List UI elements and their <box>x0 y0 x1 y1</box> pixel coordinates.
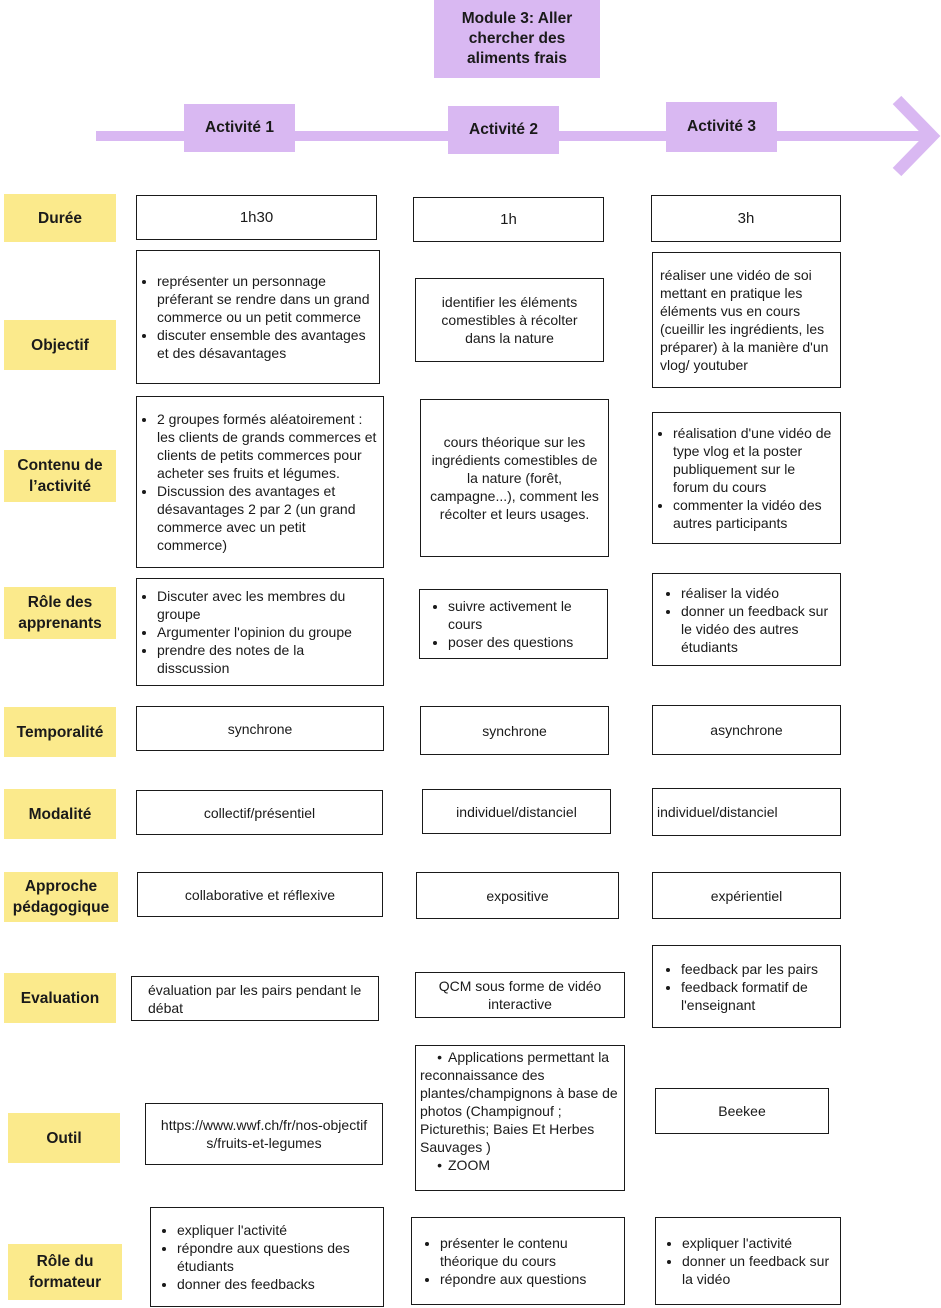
modalite-a2: individuel/distanciel <box>422 789 611 834</box>
label-temporalite: Temporalité <box>4 707 116 757</box>
role-apprenants-a3-item: réaliser la vidéo <box>681 584 834 602</box>
objectif-a1-item: représenter un personnage préferant se r… <box>157 272 373 326</box>
temporalite-a3: asynchrone <box>652 705 841 755</box>
evaluation-a3-item: feedback formatif de l'enseignant <box>681 978 834 1014</box>
role-apprenants-a3-item: donner un feedback sur le vidéo des autr… <box>681 602 834 656</box>
role-formateur-a3-item: donner un feedback sur la vidéo <box>682 1252 834 1288</box>
label-modalite: Modalité <box>4 789 116 839</box>
evaluation-a1: évaluation par les pairs pendant le déba… <box>131 976 379 1021</box>
duree-a3: 3h <box>651 195 841 242</box>
contenu-a2: cours théorique sur les ingrédients come… <box>420 399 609 557</box>
role-formateur-a2-item: répondre aux questions <box>440 1270 618 1288</box>
contenu-a3: réalisation d'une vidéo de type vlog et … <box>652 412 841 544</box>
objectif-a3: réaliser une vidéo de soi mettant en pra… <box>652 252 841 388</box>
label-contenu: Contenu de l’activité <box>4 450 116 502</box>
outil-a2-item-text: Applications permettant la reconnaissanc… <box>420 1049 618 1155</box>
role-apprenants-a2: suivre activement le cours poser des que… <box>419 589 608 659</box>
outil-a1[interactable]: https://www.wwf.ch/fr/nos-objectifs/frui… <box>145 1103 383 1165</box>
role-apprenants-a3: réaliser la vidéo donner un feedback sur… <box>652 573 841 666</box>
approche-a3: expérientiel <box>652 872 841 919</box>
label-role-apprenants: Rôle des apprenants <box>4 587 116 639</box>
outil-a2-item-text: ZOOM <box>448 1157 490 1173</box>
evaluation-a2: QCM sous forme de vidéo interactive <box>415 972 625 1018</box>
contenu-a1: 2 groupes formés aléatoirement : les cli… <box>136 396 384 568</box>
modalite-a3: individuel/distanciel <box>652 788 841 836</box>
temporalite-a2: synchrone <box>420 706 609 755</box>
duree-a2: 1h <box>413 197 604 242</box>
role-formateur-a1-item: donner des feedbacks <box>177 1275 377 1293</box>
role-formateur-a1-item: expliquer l'activité <box>177 1221 377 1239</box>
role-formateur-a2-item: présenter le contenu théorique du cours <box>440 1234 618 1270</box>
objectif-a2: identifier les éléments comestibles à ré… <box>415 278 604 362</box>
activity-1-header: Activité 1 <box>184 104 295 152</box>
role-formateur-a1-item: répondre aux questions des étudiants <box>177 1239 377 1275</box>
contenu-a3-item: commenter la vidéo des autres participan… <box>673 496 834 532</box>
role-apprenants-a1-item: Argumenter l'opinion du groupe <box>157 623 377 641</box>
label-outil: Outil <box>8 1113 120 1163</box>
role-apprenants-a2-item: poser des questions <box>448 633 601 651</box>
label-approche: Approche pédagogique <box>4 872 118 922</box>
label-role-formateur: Rôle du formateur <box>8 1244 122 1300</box>
role-apprenants-a1: Discuter avec les membres du groupe Argu… <box>136 578 384 686</box>
role-formateur-a2: présenter le contenu théorique du cours … <box>411 1217 625 1305</box>
contenu-a3-item: réalisation d'une vidéo de type vlog et … <box>673 424 834 496</box>
activity-3-header: Activité 3 <box>666 102 777 152</box>
outil-a2-item: •Applications permettant la reconnaissan… <box>420 1049 618 1155</box>
label-duree: Durée <box>4 194 116 242</box>
modalite-a1: collectif/présentiel <box>136 790 383 835</box>
role-formateur-a3: expliquer l'activité donner un feedback … <box>655 1217 841 1305</box>
label-evaluation: Evaluation <box>4 973 116 1023</box>
role-apprenants-a1-item: Discuter avec les membres du groupe <box>157 587 377 623</box>
role-formateur-a1: expliquer l'activité répondre aux questi… <box>150 1207 384 1307</box>
objectif-a1: représenter un personnage préferant se r… <box>136 250 380 384</box>
activity-2-header: Activité 2 <box>448 106 559 154</box>
role-apprenants-a1-item: prendre des notes de la disscussion <box>157 641 377 677</box>
evaluation-a3: feedback par les pairs feedback formatif… <box>652 945 841 1028</box>
outil-a2: •Applications permettant la reconnaissan… <box>415 1045 625 1191</box>
approche-a2: expositive <box>416 872 619 919</box>
outil-a3: Beekee <box>655 1088 829 1134</box>
role-formateur-a3-item: expliquer l'activité <box>682 1234 834 1252</box>
outil-a2-item: •ZOOM <box>437 1157 490 1173</box>
temporalite-a1: synchrone <box>136 706 384 751</box>
contenu-a1-item: Discussion des avantages et désavantages… <box>157 482 377 554</box>
approche-a1: collaborative et réflexive <box>137 872 383 917</box>
contenu-a1-item: 2 groupes formés aléatoirement : les cli… <box>157 410 377 482</box>
module-title: Module 3: Aller chercher des aliments fr… <box>434 0 600 78</box>
evaluation-a3-item: feedback par les pairs <box>681 960 834 978</box>
duree-a1: 1h30 <box>136 195 377 240</box>
role-apprenants-a2-item: suivre activement le cours <box>448 597 601 633</box>
objectif-a1-item: discuter ensemble des avantages et des d… <box>157 326 373 362</box>
label-objectif: Objectif <box>4 320 116 370</box>
